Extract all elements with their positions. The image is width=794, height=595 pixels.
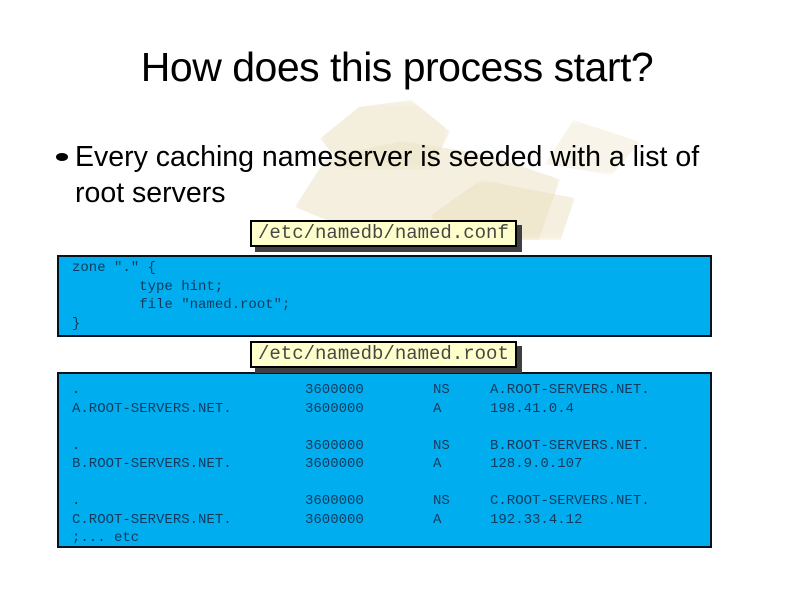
bullet-text: Every caching nameserver is seeded with …: [75, 141, 700, 209]
rr-ttl: 3600000: [305, 382, 364, 398]
bullet-item: Every caching nameserver is seeded with …: [56, 139, 756, 211]
rr-ttl: 3600000: [305, 456, 364, 472]
rr-row: A.ROOT-SERVERS.NET. 3600000 A 198.41.0.4: [72, 400, 710, 419]
rr-type: A: [433, 400, 442, 417]
rr-type: A: [433, 456, 442, 472]
named-root-code-box: . 3600000 NS A.ROOT-SERVERS.NET. A.ROOT-…: [57, 372, 712, 548]
root-server-block-c: . 3600000 NS C.ROOT-SERVERS.NET. C.ROOT-…: [72, 492, 710, 548]
root-server-block-a: . 3600000 NS A.ROOT-SERVERS.NET. A.ROOT-…: [72, 381, 710, 418]
named-conf-path-label: /etc/namedb/named.conf: [250, 220, 517, 247]
rr-type: NS: [433, 493, 450, 509]
rr-value: 128.9.0.107: [490, 456, 583, 472]
rr-owner: C.ROOT-SERVERS.NET.: [72, 511, 232, 528]
rr-owner: A.ROOT-SERVERS.NET.: [72, 400, 232, 417]
rr-value: C.ROOT-SERVERS.NET.: [490, 493, 650, 509]
rr-owner: .: [72, 493, 81, 509]
rr-row: C.ROOT-SERVERS.NET. 3600000 A 192.33.4.1…: [72, 511, 710, 530]
rr-owner: .: [72, 382, 81, 398]
rr-etc-comment: ;... etc: [72, 530, 140, 546]
bullet-icon: [56, 153, 68, 161]
rr-row: . 3600000 NS C.ROOT-SERVERS.NET.: [72, 492, 710, 511]
rr-value: 198.41.0.4: [490, 400, 575, 417]
named-conf-code-box: zone "." { type hint; file "named.root";…: [57, 255, 712, 337]
rr-type: NS: [433, 382, 450, 398]
rr-type: A: [433, 511, 442, 528]
named-root-path-label: /etc/namedb/named.root: [250, 341, 517, 368]
code-line-zone: zone "." {: [72, 260, 157, 276]
rr-value: B.ROOT-SERVERS.NET.: [490, 437, 650, 454]
rr-row: . 3600000 NS A.ROOT-SERVERS.NET.: [72, 381, 710, 400]
rr-row: B.ROOT-SERVERS.NET. 3600000 A 128.9.0.10…: [72, 455, 710, 474]
rr-type: NS: [433, 437, 450, 454]
rr-ttl: 3600000: [305, 400, 364, 417]
rr-ttl: 3600000: [305, 493, 364, 509]
rr-value: A.ROOT-SERVERS.NET.: [490, 382, 650, 398]
slide-title: How does this process start?: [140, 44, 654, 90]
code-line-file: file "named.root";: [72, 297, 291, 313]
rr-ttl: 3600000: [305, 511, 364, 528]
rr-ttl: 3600000: [305, 437, 364, 454]
rr-row: . 3600000 NS B.ROOT-SERVERS.NET.: [72, 437, 710, 456]
code-line-type: type hint;: [72, 278, 224, 295]
code-line-close-brace: }: [72, 315, 81, 332]
rr-value: 192.33.4.12: [490, 511, 583, 528]
rr-owner: B.ROOT-SERVERS.NET.: [72, 456, 232, 472]
rr-owner: .: [72, 437, 81, 454]
root-server-block-b: . 3600000 NS B.ROOT-SERVERS.NET. B.ROOT-…: [72, 437, 710, 474]
